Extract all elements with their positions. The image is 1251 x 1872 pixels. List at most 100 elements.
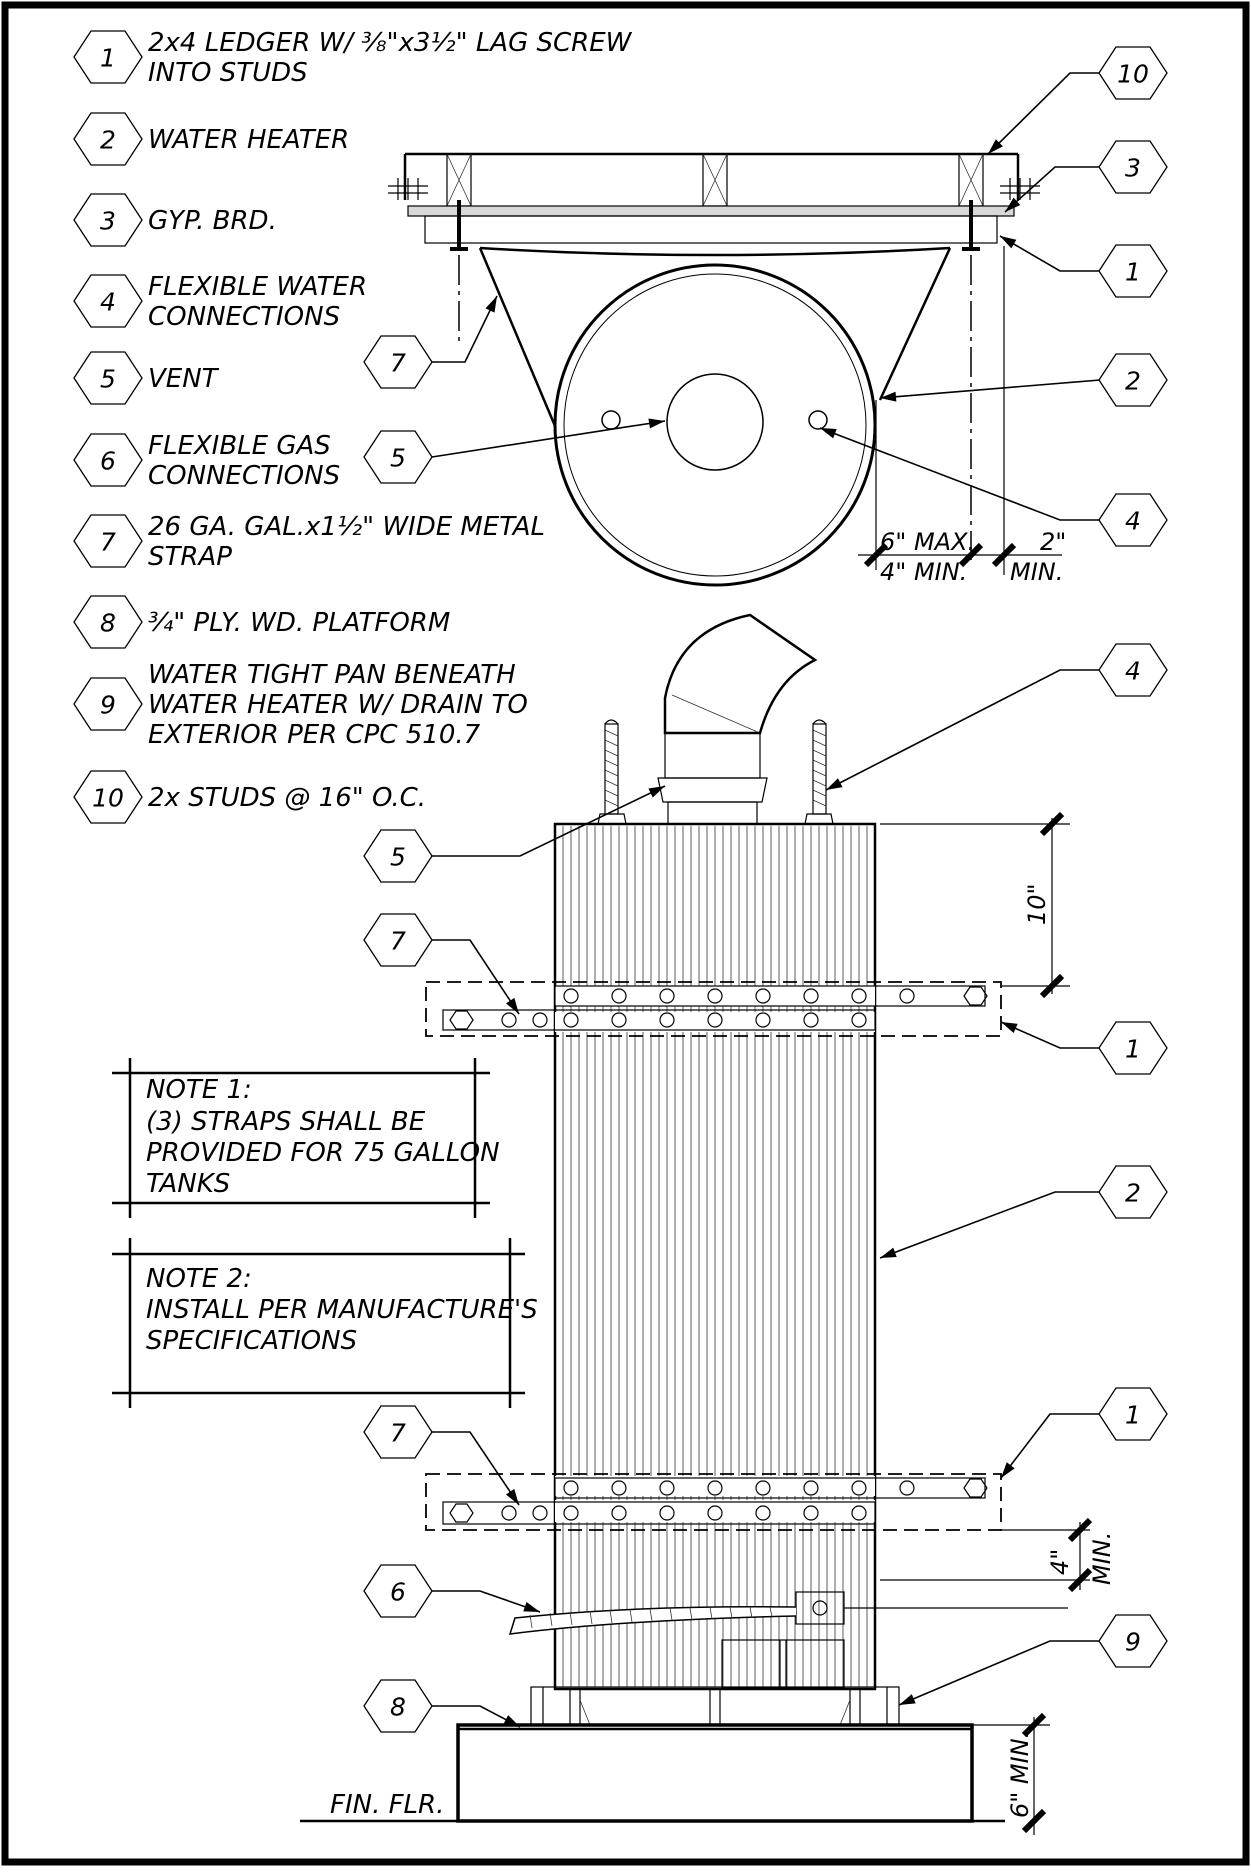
legend-text: CONNECTIONS: [148, 302, 340, 332]
tag-number: 8: [390, 1693, 406, 1722]
elevation-tag: 8: [363, 1679, 433, 1733]
vent-plan: [666, 373, 764, 471]
tag-number: 3: [100, 207, 116, 236]
legend-text: ¾" PLY. WD. PLATFORM: [148, 608, 450, 638]
water-nipple: [804, 719, 834, 825]
legend-text: GYP. BRD.: [148, 206, 277, 236]
legend-item: 3 GYP. BRD.: [73, 193, 277, 247]
tag-number: 1: [1125, 1401, 1141, 1430]
legend-text: FLEXIBLE WATER: [148, 272, 367, 302]
tag-number: 3: [1125, 154, 1141, 183]
strap-upper: [425, 981, 1002, 1037]
elevation-tag: 2: [1098, 1165, 1168, 1219]
plan-tag: 5: [363, 430, 433, 484]
dim-2-min: MIN.: [1010, 558, 1063, 586]
tag-number: 10: [92, 784, 124, 813]
legend-item: 8 ¾" PLY. WD. PLATFORM: [73, 595, 450, 649]
lag-screw: [962, 200, 980, 251]
break-mark: [388, 178, 1040, 200]
tank-ribs: [562, 826, 868, 1687]
tag-number: 4: [100, 288, 116, 317]
tags: 10 3 1 2 4 7 5 4 5 7 1 2 7 1 6 9 8: [363, 46, 1168, 1733]
legend-tag: 8: [73, 595, 143, 649]
stud: [958, 153, 984, 207]
legend-tag: 1: [73, 30, 143, 84]
burner-access: [721, 1639, 845, 1689]
tag-number: 2: [100, 126, 116, 155]
note-1-box: NOTE 1: (3) STRAPS SHALL BE PROVIDED FOR…: [112, 1058, 500, 1218]
plan-tag: 10: [1098, 46, 1168, 100]
legend-text: STRAP: [148, 542, 232, 572]
legend-text: 26 GA. GAL.x1½" WIDE METAL: [148, 512, 545, 542]
elevation-tag: 5: [363, 829, 433, 883]
tag-number: 9: [100, 691, 116, 720]
note-2-line: INSTALL PER MANUFACTURE'S: [146, 1295, 538, 1325]
tag-number: 5: [390, 444, 406, 473]
tag-number: 6: [100, 447, 116, 476]
legend-tag: 5: [73, 351, 143, 405]
elevation-tag: 9: [1098, 1614, 1168, 1668]
dim-4-min: 4" MIN.: [880, 558, 967, 586]
legend-text: CONNECTIONS: [148, 461, 340, 491]
elevation-tag: 6: [363, 1564, 433, 1618]
platform: [456, 1723, 974, 1823]
dim-4: 4": [1046, 1549, 1074, 1575]
leader-lines: [431, 72, 1101, 1728]
tag-number: 1: [1125, 1035, 1141, 1064]
plan-view: 6" MAX. 4" MIN. 2" MIN.: [388, 152, 1066, 587]
legend-text: FLEXIBLE GAS: [148, 431, 331, 461]
legend-tag: 10: [73, 770, 143, 824]
water-connection: [808, 410, 828, 430]
legend-tag: 4: [73, 274, 143, 328]
note-2-line: SPECIFICATIONS: [146, 1326, 357, 1356]
tag-number: 5: [390, 843, 406, 872]
legend-text: 2x4 LEDGER W/ ⅜"x3½" LAG SCREW: [148, 28, 633, 58]
note-1-line: PROVIDED FOR 75 GALLON: [146, 1138, 500, 1168]
water-connection: [601, 410, 621, 430]
legend-text: WATER HEATER W/ DRAIN TO: [148, 690, 528, 720]
stud: [446, 153, 472, 207]
elevation-view: 10" 4" MIN.: [300, 613, 1116, 1835]
plan-tag: 1: [1098, 244, 1168, 298]
strap-lower: [425, 1473, 1002, 1531]
legend-tag: 3: [73, 193, 143, 247]
tag-number: 4: [1125, 507, 1141, 536]
floor-label: FIN. FLR.: [330, 1790, 444, 1820]
dim-2: 2": [1040, 528, 1066, 556]
elevation-tag: 4: [1098, 643, 1168, 697]
plan-tag: 2: [1098, 353, 1168, 407]
plan-tag: 3: [1098, 140, 1168, 194]
ledger: [424, 215, 998, 244]
tag-number: 7: [390, 1419, 406, 1448]
tag-number: 2: [1125, 1179, 1141, 1208]
tag-number: 10: [1117, 60, 1149, 89]
tag-number: 4: [1125, 657, 1141, 686]
tag-number: 8: [100, 609, 116, 638]
lag-screw: [450, 200, 468, 251]
vent-collar: [664, 732, 761, 779]
legend-text: 2x STUDS @ 16" O.C.: [148, 783, 426, 813]
tag-number: 2: [1125, 367, 1141, 396]
tag-number: 7: [100, 528, 116, 557]
tag-number: 6: [390, 1578, 406, 1607]
tag-number: 1: [1125, 258, 1141, 287]
dim-6-max: 6" MAX.: [880, 528, 975, 556]
tag-number: 7: [390, 349, 406, 378]
legend-tag: 9: [73, 677, 143, 731]
legend-text: VENT: [148, 364, 220, 394]
note-1-line: TANKS: [146, 1169, 230, 1199]
elevation-tag: 7: [363, 913, 433, 967]
note-2-title: NOTE 2:: [146, 1264, 252, 1294]
strap-plan: [478, 246, 952, 427]
legend-text: WATER HEATER: [148, 125, 349, 155]
